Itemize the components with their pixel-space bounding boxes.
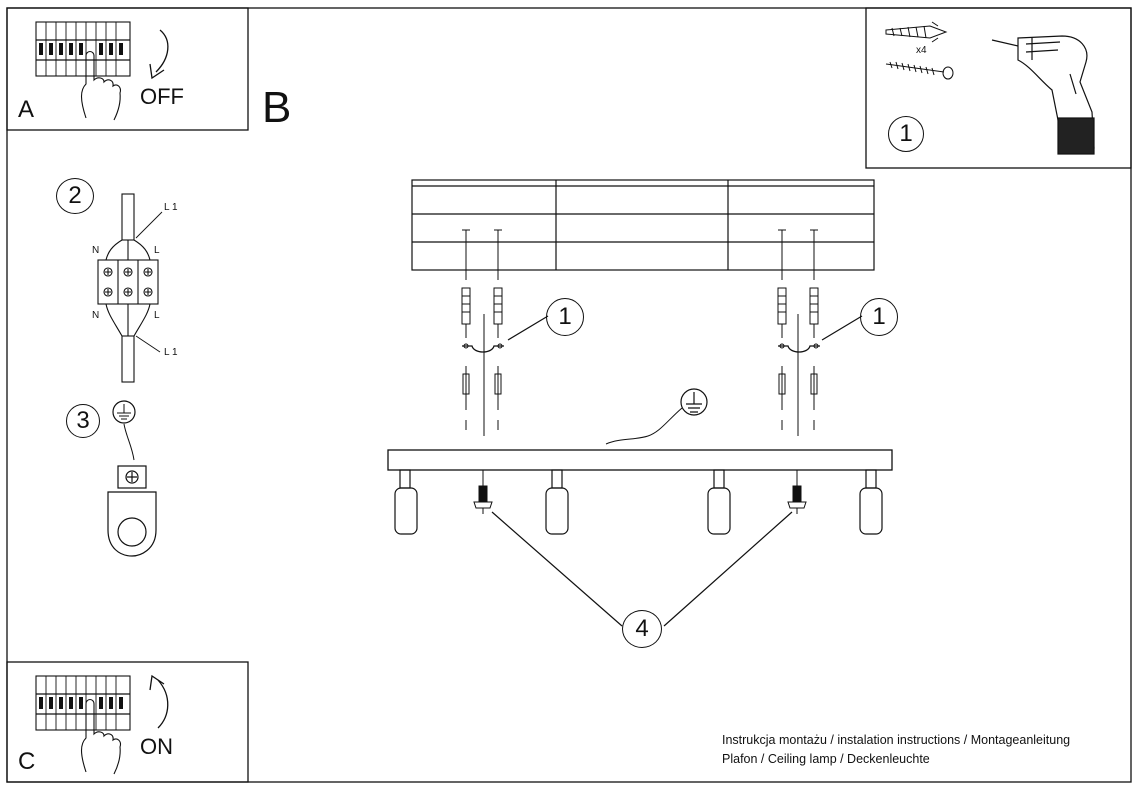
leader-4-left	[491, 511, 623, 627]
terminal-block-icon	[97, 193, 163, 383]
panel-c-frame	[6, 661, 249, 783]
wire-l1-bottom: L 1	[164, 347, 178, 358]
wall-plug-icon	[885, 21, 948, 43]
panel-a-letter: A	[18, 96, 35, 123]
screw-icon	[885, 61, 954, 80]
panel-b-letter: B	[262, 83, 292, 132]
spotlight	[394, 469, 418, 535]
ground-terminal	[107, 400, 157, 557]
outer-frame	[6, 7, 1132, 783]
spotlight	[545, 469, 569, 535]
arrow-down-head	[149, 63, 165, 80]
panel-a-frame	[6, 7, 249, 131]
step-4-callout: 4	[622, 610, 662, 648]
on-label: ON	[140, 734, 173, 759]
wire-n-bottom: N	[92, 310, 100, 321]
lamp-bar	[387, 449, 893, 471]
off-label: OFF	[140, 84, 184, 109]
step-2-wiring: 2	[56, 178, 94, 214]
step-3-ground: 3	[66, 404, 100, 438]
leader-1-left	[507, 315, 549, 341]
mounting-right	[777, 229, 820, 436]
ground-symbol-small	[117, 404, 131, 420]
footer-line-2: Plafon / Ceiling lamp / Deckenleuchte	[722, 752, 930, 766]
fixing-screw	[473, 469, 493, 514]
kit-quantity: x4	[916, 45, 927, 56]
step-1-right-callout: 1	[860, 298, 898, 336]
breaker-icon	[35, 21, 131, 77]
ceiling	[411, 179, 875, 271]
leader-4-right	[663, 511, 793, 627]
hand-icon	[80, 50, 121, 121]
panel-c-letter: C	[18, 748, 36, 775]
step-1-kit: 1	[888, 116, 924, 152]
spotlight	[707, 469, 731, 535]
wire-l1-top: L 1	[164, 202, 178, 213]
wire-l-bottom: L	[154, 310, 160, 321]
curved-arrow-up-icon	[157, 679, 169, 729]
spotlight	[859, 469, 883, 535]
ground-icon	[605, 388, 708, 445]
curved-arrow-down-icon	[155, 29, 169, 73]
leader-1-right	[821, 315, 863, 341]
mounting-left	[461, 229, 504, 436]
footer-line-1: Instrukcja montażu / instalation instruc…	[722, 733, 1071, 747]
breaker-icon-c	[35, 675, 131, 731]
wire-n-top: N	[92, 245, 100, 256]
fixing-screw	[787, 469, 807, 514]
wire-l-top: L	[154, 245, 160, 256]
panel-kit-frame	[865, 7, 1132, 169]
hand-icon-c	[80, 698, 121, 775]
step-1-left-callout: 1	[546, 298, 584, 336]
arrow-up-head	[149, 674, 165, 691]
drill-icon	[991, 35, 1095, 155]
